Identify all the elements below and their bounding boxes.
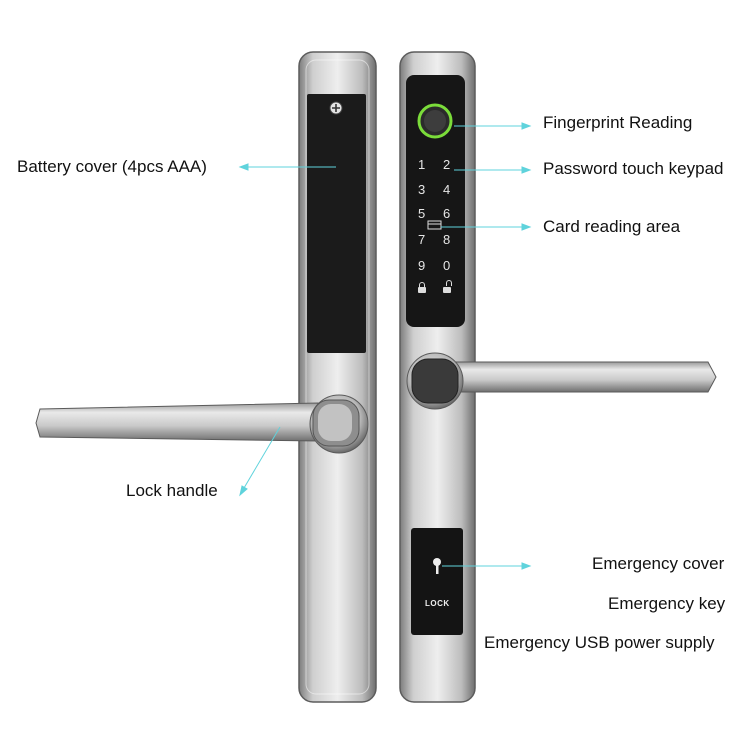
lock-icon — [418, 287, 426, 293]
label-battery-cover: Battery cover (4pcs AAA) — [17, 157, 207, 176]
leader-lines — [238, 122, 532, 570]
inner-handle-lever — [35, 402, 319, 442]
label-emergency-usb: Emergency USB power supply — [484, 633, 715, 652]
keypad-key-0: 0 — [443, 258, 451, 273]
keyhole-icon — [433, 558, 441, 566]
outer-lock-body — [399, 51, 717, 703]
outer-handle-lever — [439, 361, 717, 393]
label-card-reading-area: Card reading area — [543, 217, 681, 236]
keypad-key-1: 1 — [418, 157, 426, 172]
keypad-key-3: 3 — [418, 182, 426, 197]
inner-lock-body — [35, 51, 377, 703]
unlock-icon — [443, 287, 451, 293]
keypad-key-5: 5 — [418, 206, 426, 221]
keypad-key-9: 9 — [418, 258, 426, 273]
emergency-cover-panel — [411, 528, 463, 635]
keypad-key-6: 6 — [443, 206, 451, 221]
keypad-key-8: 8 — [443, 232, 451, 247]
label-lock-handle: Lock handle — [126, 481, 218, 500]
card-icon — [427, 220, 442, 230]
label-password-keypad: Password touch keypad — [543, 159, 724, 178]
keypad-key-2: 2 — [443, 157, 451, 172]
keypad-key-7: 7 — [418, 232, 426, 247]
battery-cover-panel — [307, 94, 366, 353]
label-emergency-key: Emergency key — [608, 594, 726, 613]
label-emergency-cover: Emergency cover — [592, 554, 725, 573]
emergency-panel-lock-text: LOCK — [425, 599, 450, 608]
keypad-key-4: 4 — [443, 182, 451, 197]
keypad-panel — [406, 75, 465, 327]
label-fingerprint-reading: Fingerprint Reading — [543, 113, 693, 132]
